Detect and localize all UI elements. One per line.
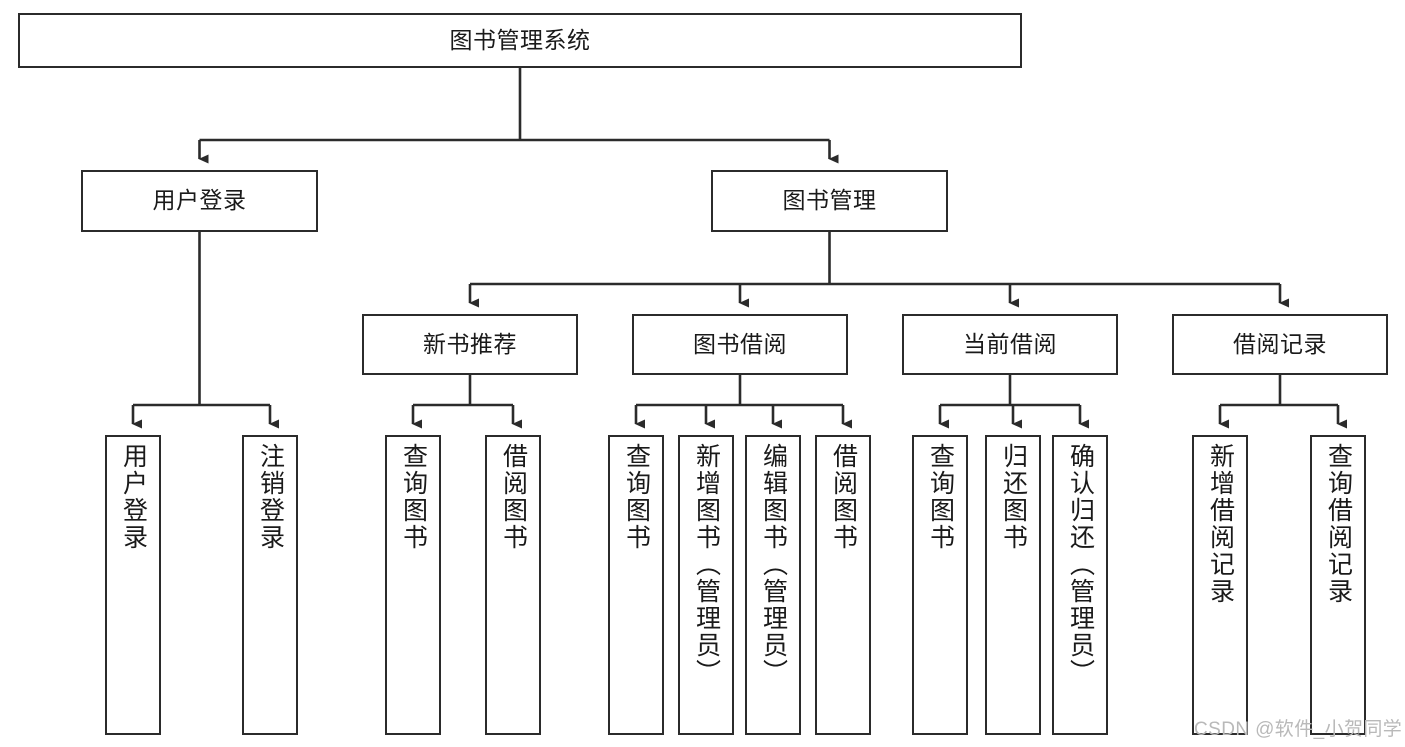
node-new-book-rec[interactable]: 新书推荐 [362, 314, 578, 375]
node-label: 注销登录 [256, 443, 285, 551]
node-label: 新增借阅记录 [1206, 443, 1235, 605]
node-label: 用户登录 [152, 187, 247, 214]
node-label: 借阅图书 [499, 443, 528, 551]
node-label: 图书管理系统 [449, 26, 591, 53]
node-leaf-bb-add[interactable]: 新增图书（管理员） [678, 435, 734, 735]
node-user-login[interactable]: 用户登录 [81, 170, 318, 232]
node-root[interactable]: 图书管理系统 [18, 13, 1022, 68]
node-label: 图书管理 [782, 187, 877, 214]
node-loan-record[interactable]: 借阅记录 [1172, 314, 1388, 375]
node-current-loan[interactable]: 当前借阅 [902, 314, 1118, 375]
node-leaf-bb-query[interactable]: 查询图书 [608, 435, 664, 735]
node-label: 新书推荐 [423, 330, 517, 357]
node-label: 查询图书 [926, 443, 955, 551]
node-label: 归还图书 [999, 443, 1028, 551]
node-label: 查询图书 [399, 443, 428, 551]
node-leaf-rec-borrow[interactable]: 借阅图书 [485, 435, 541, 735]
node-leaf-rec-query[interactable]: 查询图书 [385, 435, 441, 735]
node-book-borrow[interactable]: 图书借阅 [632, 314, 848, 375]
node-label: 借阅记录 [1233, 330, 1327, 357]
node-leaf-user-login[interactable]: 用户登录 [105, 435, 161, 735]
node-leaf-bb-borrow[interactable]: 借阅图书 [815, 435, 871, 735]
csdn-watermark: CSDN @软件_小贺同学 [1194, 719, 1403, 740]
node-label: 图书借阅 [693, 330, 787, 357]
node-leaf-bb-edit[interactable]: 编辑图书（管理员） [745, 435, 801, 735]
node-label: 借阅图书 [829, 443, 858, 551]
node-leaf-lr-query[interactable]: 查询借阅记录 [1310, 435, 1366, 735]
node-book-manage[interactable]: 图书管理 [711, 170, 948, 232]
node-label: 查询图书 [622, 443, 651, 551]
node-label: 新增图书（管理员） [692, 443, 721, 686]
node-label: 确认归还（管理员） [1066, 443, 1095, 686]
node-leaf-cl-return[interactable]: 归还图书 [985, 435, 1041, 735]
node-label: 编辑图书（管理员） [759, 443, 788, 686]
node-leaf-cl-query[interactable]: 查询图书 [912, 435, 968, 735]
node-leaf-logout[interactable]: 注销登录 [242, 435, 298, 735]
node-leaf-lr-add[interactable]: 新增借阅记录 [1192, 435, 1248, 735]
node-label: 当前借阅 [963, 330, 1057, 357]
node-label: 用户登录 [119, 443, 148, 551]
node-label: 查询借阅记录 [1324, 443, 1353, 605]
node-leaf-cl-confirm[interactable]: 确认归还（管理员） [1052, 435, 1108, 735]
